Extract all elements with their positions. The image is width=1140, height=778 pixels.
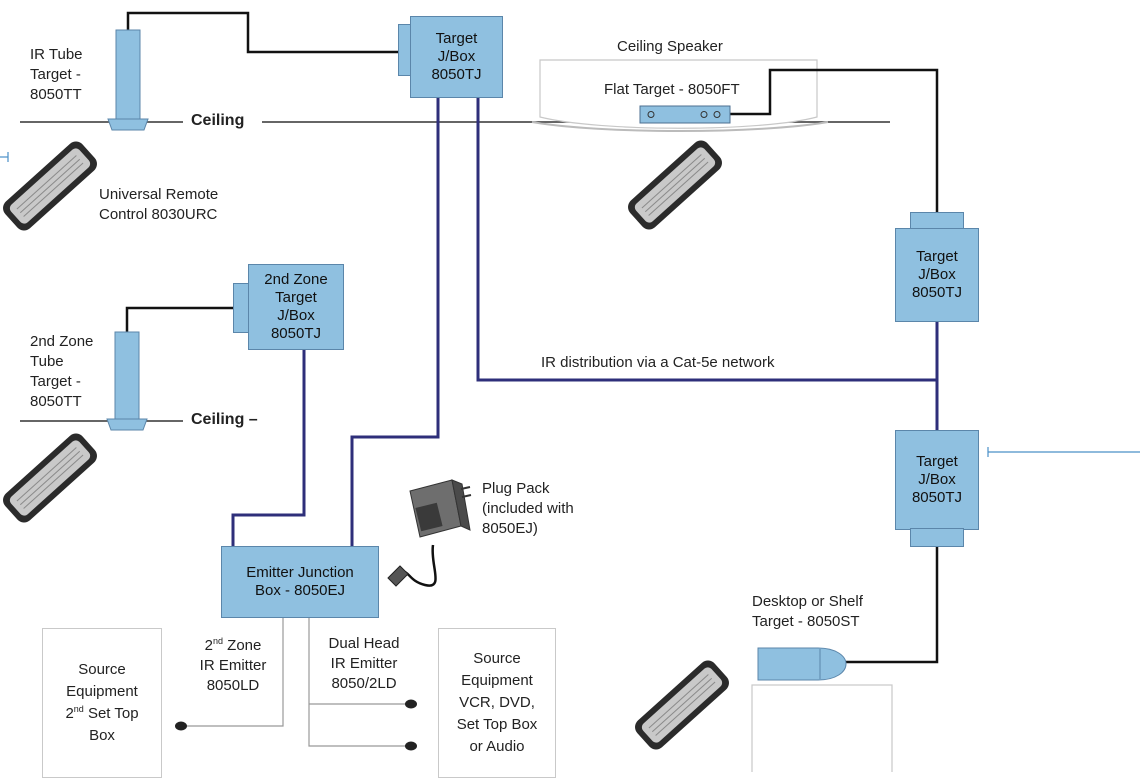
ir-distribution-label: IR distribution via a Cat-5e network	[541, 354, 775, 371]
desktop-target-label: Desktop or Shelf Target - 8050ST	[752, 592, 863, 632]
ceiling-speaker-rim	[531, 121, 829, 132]
wire-desktop-target	[842, 547, 939, 664]
zone2-target-jbox: 2nd Zone Target J/Box 8050TJ	[248, 264, 344, 350]
source-equipment-set-top-panel	[42, 628, 162, 778]
label-line: VCR, DVD,	[459, 694, 535, 711]
cat5-top-target-to-emitter	[350, 98, 440, 546]
box-line: 8050TJ	[911, 284, 963, 301]
box-line: 8050TJ	[431, 66, 482, 83]
box-line: Target	[916, 248, 958, 265]
box-line: J/Box	[918, 471, 956, 488]
source-set-top-label: Source Equipment 2nd Set Top Box	[50, 659, 154, 747]
label-line: Target -	[30, 373, 81, 390]
label-line: Equipment	[461, 672, 533, 689]
flat-target-label: Flat Target - 8050FT	[604, 81, 740, 98]
ir-emitter-icon	[405, 699, 417, 709]
box-line: 8050TJ	[911, 489, 963, 506]
universal-remote-label: Universal Remote Control 8030URC	[99, 185, 218, 225]
label-line: 2nd Zone	[192, 636, 274, 656]
label-line: Box	[89, 727, 115, 744]
box-line: J/Box	[277, 307, 315, 324]
label-line: 8050LD	[206, 677, 260, 694]
label-line: Target - 8050ST	[752, 613, 860, 630]
box-line: Emitter Junction	[246, 564, 354, 581]
label-line: Source	[78, 661, 126, 678]
dual-head-emitter-label: Dual Head IR Emitter 8050/2LD	[318, 634, 410, 694]
ceiling-label-top: Ceiling	[191, 112, 245, 129]
label-line: IR Emitter	[330, 655, 398, 672]
zone2-ir-emitter-label: 2nd Zone IR Emitter 8050LD	[192, 636, 274, 696]
wire-tube-to-target	[126, 11, 398, 54]
label-line: Universal Remote	[99, 186, 219, 203]
wire-dual-emitter	[308, 618, 406, 747]
zone2-tube-target-label: 2nd Zone Tube Target - 8050TT	[30, 332, 93, 412]
box-line: 2nd Zone	[264, 271, 328, 288]
label-line: 8050/2LD	[331, 675, 397, 692]
label-num: 2	[65, 705, 74, 722]
label-line: 8050TT	[30, 86, 82, 103]
shelf-outline	[751, 684, 893, 772]
label-sup: nd	[212, 636, 223, 646]
ceiling-label-bottom: Ceiling –	[191, 411, 258, 428]
box-line: 8050TJ	[270, 325, 322, 342]
label-line: Dual Head	[328, 635, 400, 652]
target-jbox-top: Target J/Box 8050TJ	[410, 16, 503, 98]
label-line: Equipment	[66, 683, 138, 700]
remote-control-icon	[3, 141, 97, 231]
label-line: Tube	[30, 353, 64, 370]
ir-tube-target-icon	[107, 29, 149, 131]
ir-emitter-icon	[405, 741, 417, 751]
target-jbox-right-2: Target J/Box 8050TJ	[895, 430, 979, 530]
label-text: Zone	[223, 637, 262, 654]
label-line: 2nd Set Top	[50, 703, 154, 725]
label-line: 2nd Zone	[30, 333, 94, 350]
ceiling-speaker-outline	[539, 59, 818, 129]
remote-control-icon	[635, 660, 729, 750]
desktop-target-icon	[757, 647, 847, 681]
remote-control-icon	[628, 140, 722, 230]
label-line: IR Tube	[30, 46, 83, 63]
target-right-2-tab	[910, 528, 964, 547]
label-text: Set Top	[83, 705, 139, 722]
target-jbox-right-1: Target J/Box 8050TJ	[895, 228, 979, 322]
emitter-junction-box: Emitter Junction Box - 8050EJ	[221, 546, 379, 618]
label-line: Source	[473, 650, 521, 667]
ir-tube-target-icon	[106, 331, 148, 431]
box-line: J/Box	[918, 266, 956, 283]
label-line: Set Top Box	[456, 716, 538, 733]
plug-pack-icon	[387, 479, 472, 587]
label-line: Desktop or Shelf	[752, 593, 863, 610]
label-line: Target -	[30, 66, 81, 83]
box-line: J/Box	[437, 48, 476, 65]
remote-control-icon	[3, 433, 97, 523]
wire-zone2-tube	[125, 306, 233, 332]
plug-pack-label: Plug Pack (included with 8050EJ)	[482, 479, 574, 539]
label-sup: nd	[73, 704, 84, 714]
box-line: Target	[916, 453, 958, 470]
cat5-network-backbone	[476, 98, 937, 382]
box-line: Target	[275, 289, 317, 306]
label-line: (included with	[482, 500, 574, 517]
label-num: 2	[204, 637, 213, 654]
flat-target-icon	[639, 105, 731, 124]
source-equipment-vcr-panel	[438, 628, 556, 778]
label-line: 8050EJ)	[482, 520, 538, 537]
label-line: Plug Pack	[482, 480, 550, 497]
label-line: or Audio	[469, 738, 525, 755]
label-line: IR Emitter	[199, 657, 267, 674]
ir-tube-target-label: IR Tube Target - 8050TT	[30, 45, 83, 105]
label-line: Control 8030URC	[99, 206, 218, 223]
box-line: Target	[435, 30, 478, 47]
label-line: 8050TT	[30, 393, 82, 410]
wire-flat-to-right-target	[730, 68, 939, 212]
box-line: Box - 8050EJ	[254, 582, 346, 599]
cat5-zone2-to-emitter	[231, 350, 306, 546]
ceiling-speaker-label: Ceiling Speaker	[617, 38, 723, 55]
source-vcr-label: Source Equipment VCR, DVD, Set Top Box o…	[442, 648, 552, 758]
wire-zone2-emitter	[186, 618, 284, 727]
ir-emitter-icon	[175, 721, 187, 731]
